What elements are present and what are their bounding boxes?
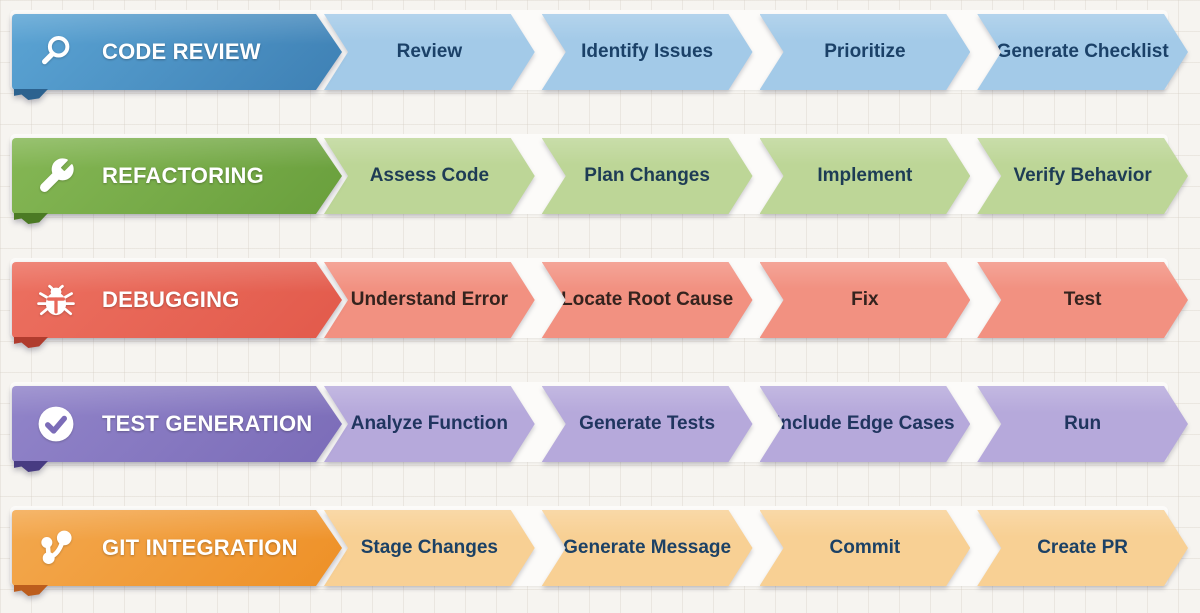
step-label: Review xyxy=(396,41,463,62)
step-implement: Implement xyxy=(760,138,971,214)
steps-refactoring: Assess Code Plan Changes Implement Verif… xyxy=(324,138,1188,214)
workflow-header-refactoring: REFACTORING xyxy=(12,138,342,214)
step-label: Analyze Function xyxy=(350,413,509,434)
step-generate-tests: Generate Tests xyxy=(542,386,753,462)
steps-git-integration: Stage Changes Generate Message Commit Cr… xyxy=(324,510,1188,586)
workflow-title: REFACTORING xyxy=(102,163,264,188)
workflow-row-code-review: CODE REVIEW Review Identify Issues Prior… xyxy=(10,10,1188,100)
step-label: Test xyxy=(1063,289,1102,310)
step-label: Assess Code xyxy=(369,165,490,186)
step-generate-message: Generate Message xyxy=(542,510,753,586)
step-verify-behavior: Verify Behavior xyxy=(977,138,1188,214)
ribbon-fold xyxy=(14,89,48,100)
check-circle-icon xyxy=(32,400,80,448)
step-label: Understand Error xyxy=(350,289,509,310)
workflow-header-test-generation: TEST GENERATION xyxy=(12,386,342,462)
steps-code-review: Review Identify Issues Prioritize Genera… xyxy=(324,14,1188,90)
step-test: Test xyxy=(977,262,1188,338)
step-generate-checklist: Generate Checklist xyxy=(977,14,1188,90)
step-label: Fix xyxy=(851,289,879,310)
step-label: Commit xyxy=(829,537,901,558)
ribbon-fold xyxy=(14,585,48,596)
step-label: Include Edge Cases xyxy=(775,413,955,434)
workflow-row-test-generation: TEST GENERATION Analyze Function Generat… xyxy=(10,382,1188,472)
steps-debugging: Understand Error Locate Root Cause Fix T… xyxy=(324,262,1188,338)
step-label: Implement xyxy=(817,165,913,186)
bug-icon xyxy=(32,276,80,324)
step-locate-root-cause: Locate Root Cause xyxy=(542,262,753,338)
step-run: Run xyxy=(977,386,1188,462)
step-assess-code: Assess Code xyxy=(324,138,535,214)
step-label: Locate Root Cause xyxy=(561,289,734,310)
workflow-title: GIT INTEGRATION xyxy=(102,535,298,560)
step-label: Generate Message xyxy=(563,537,732,558)
workflow-title: CODE REVIEW xyxy=(102,39,261,64)
step-create-pr: Create PR xyxy=(977,510,1188,586)
step-include-edge-cases: Include Edge Cases xyxy=(760,386,971,462)
workflow-header-debugging: DEBUGGING xyxy=(12,262,342,338)
step-review: Review xyxy=(324,14,535,90)
step-label: Generate Tests xyxy=(579,413,716,434)
ribbon-fold xyxy=(14,337,48,348)
step-commit: Commit xyxy=(760,510,971,586)
step-analyze-function: Analyze Function xyxy=(324,386,535,462)
step-plan-changes: Plan Changes xyxy=(542,138,753,214)
step-stage-changes: Stage Changes xyxy=(324,510,535,586)
step-fix: Fix xyxy=(760,262,971,338)
wrench-icon xyxy=(32,152,80,200)
workflow-title: TEST GENERATION xyxy=(102,411,313,436)
step-label: Create PR xyxy=(1037,537,1129,558)
step-label: Plan Changes xyxy=(584,165,710,186)
step-understand-error: Understand Error xyxy=(324,262,535,338)
git-branch-icon xyxy=(32,524,80,572)
step-label: Identify Issues xyxy=(581,41,714,62)
ribbon-fold xyxy=(14,213,48,224)
step-prioritize: Prioritize xyxy=(760,14,971,90)
step-label: Verify Behavior xyxy=(1013,165,1152,186)
workflow-title: DEBUGGING xyxy=(102,287,240,312)
workflow-header-git-integration: GIT INTEGRATION xyxy=(12,510,342,586)
workflow-row-refactoring: REFACTORING Assess Code Plan Changes Imp… xyxy=(10,134,1188,224)
step-label: Stage Changes xyxy=(360,537,498,558)
workflow-row-debugging: DEBUGGING Understand Error Locate Root C… xyxy=(10,258,1188,348)
search-icon xyxy=(32,28,80,76)
steps-test-generation: Analyze Function Generate Tests Include … xyxy=(324,386,1188,462)
step-label: Generate Checklist xyxy=(996,41,1169,62)
ribbon-fold xyxy=(14,461,48,472)
step-label: Run xyxy=(1064,413,1102,434)
step-identify-issues: Identify Issues xyxy=(542,14,753,90)
step-label: Prioritize xyxy=(824,41,906,62)
workflow-header-code-review: CODE REVIEW xyxy=(12,14,342,90)
workflow-row-git-integration: GIT INTEGRATION Stage Changes Generate M… xyxy=(10,506,1188,596)
